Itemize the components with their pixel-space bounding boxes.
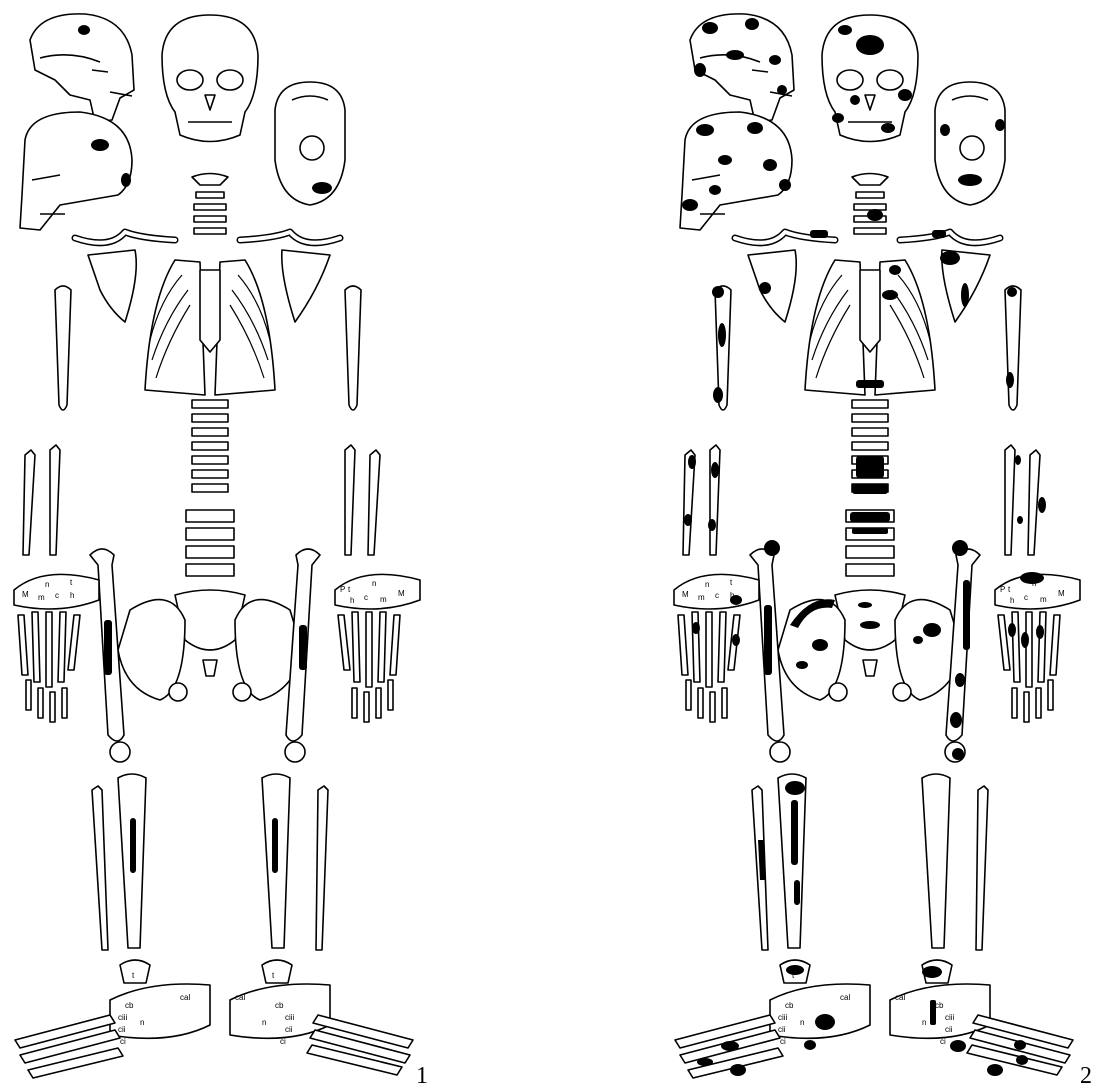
skeleton-panel-2: M n c t m h P t n h c m M cal cb ciii ci… <box>674 14 1080 1078</box>
hand-label-r-m: m <box>380 595 387 604</box>
foot-label-r-n: n <box>262 1018 266 1027</box>
hand-label-r-n: n <box>372 579 376 588</box>
hand-label-r-h: h <box>1010 596 1014 605</box>
foot-label-n: n <box>800 1018 804 1027</box>
hand-label-r-h: h <box>350 596 354 605</box>
foot-label-cii: cii <box>118 1025 126 1034</box>
hand-label-c: c <box>715 591 719 600</box>
foot-label-ci: ci <box>780 1037 786 1046</box>
foot-label-cal: cal <box>840 993 850 1002</box>
foot-label-cb: cb <box>125 1001 134 1010</box>
hand-label-h: h <box>730 591 734 600</box>
hand-label-r-P: P <box>340 585 345 594</box>
hand-label-m: m <box>38 593 45 602</box>
foot-label-n: n <box>140 1018 144 1027</box>
foot-label-r-cb: cb <box>935 1001 944 1010</box>
foot-label-cb: cb <box>785 1001 794 1010</box>
foot-label-r-ciii: ciii <box>285 1013 295 1022</box>
hand-label-r-M: M <box>398 589 405 598</box>
foot-label-ciii: ciii <box>778 1013 788 1022</box>
hand-label-r-M: M <box>1058 589 1065 598</box>
panel-number-2: 2 <box>1080 1064 1092 1088</box>
foot-label-ciii: ciii <box>118 1013 128 1022</box>
foot-label-cii: cii <box>778 1025 786 1034</box>
hand-label-c: c <box>55 591 59 600</box>
foot-label-r-cb: cb <box>275 1001 284 1010</box>
hand-label-m: m <box>698 593 705 602</box>
hand-label-r-c: c <box>1024 593 1028 602</box>
hand-label-M: M <box>22 590 29 599</box>
hand-label-r-n: n <box>1032 579 1036 588</box>
panel-number-1: 1 <box>416 1064 428 1088</box>
foot-label-r-n: n <box>922 1018 926 1027</box>
foot-label-cal: cal <box>180 993 190 1002</box>
hand-label-n: n <box>45 580 49 589</box>
hand-label-r-m: m <box>1040 595 1047 604</box>
foot-label-r-ci: ci <box>280 1037 286 1046</box>
foot-label-r-ciii: ciii <box>945 1013 955 1022</box>
foot-label-r-cal: cal <box>895 993 905 1002</box>
foot-label-r-cii: cii <box>285 1025 293 1034</box>
hand-label-r-c: c <box>364 593 368 602</box>
skeleton-panel-1: M n c t m h P t n h c m M cal cb ciii ci… <box>14 14 420 1078</box>
foot-label-r-cal: cal <box>235 993 245 1002</box>
foot-label-r-cii: cii <box>945 1025 953 1034</box>
foot-label-r-ci: ci <box>940 1037 946 1046</box>
hand-label-n: n <box>705 580 709 589</box>
hand-label-h: h <box>70 591 74 600</box>
foot-label-ci: ci <box>120 1037 126 1046</box>
hand-label-M: M <box>682 590 689 599</box>
hand-label-r-P: P <box>1000 585 1005 594</box>
